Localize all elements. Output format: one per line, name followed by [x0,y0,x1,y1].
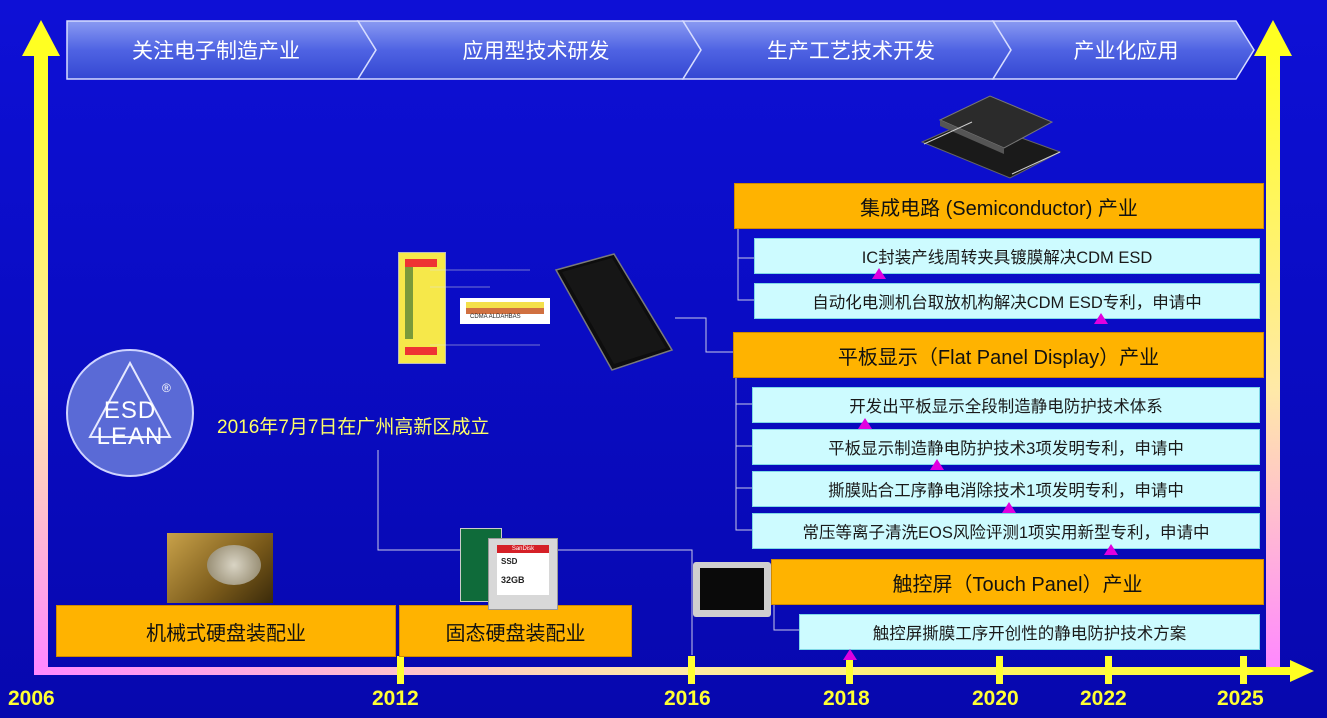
ic-chip-image [920,95,1062,179]
year-2012: 2012 [372,687,419,710]
registered-mark: ® [162,381,171,395]
semiconductor-title: 集成电路 (Semiconductor) 产业 [734,183,1264,229]
right-axis [1266,52,1280,668]
milestone-marker-icon [930,459,944,470]
logo-text-lean: LEAN [96,423,164,450]
panel-cross-section-image [398,252,446,364]
tick-2025 [1240,656,1247,684]
flow-step-4: 产业化应用 [1073,40,1179,63]
hdd-platter [207,545,261,585]
milestone-marker-icon [858,418,872,429]
tick-2020 [996,656,1003,684]
year-2018: 2018 [823,687,870,710]
left-axis-arrow-icon [22,20,60,56]
milestone-marker-icon [1094,313,1108,324]
flow-step-2: 应用型技术研发 [462,40,610,63]
flow-chevron-4 [991,20,1255,80]
flow-step-1: 关注电子制造产业 [132,40,300,63]
diagram-leader-lines [430,269,540,346]
founding-note: 2016年7月7日在广州高新区成立 [217,417,490,438]
year-2020: 2020 [972,687,1019,710]
year-2006: 2006 [8,687,55,710]
cs-bottom-strip [405,347,437,355]
year-2016: 2016 [664,687,711,710]
ssd-label: SanDisk SSD 32GB [497,545,549,595]
flow-step-3: 生产工艺技术开发 [767,40,935,63]
tick-2012 [397,656,404,684]
tick-2016 [688,656,695,684]
fpd-item-3: 撕膜贴合工序静电消除技术1项发明专利，申请中 [752,471,1260,507]
connector-fpd-image [675,317,733,353]
logo-triangle-icon [88,360,172,438]
layer-caption: CDMA ALDAHBAS [470,314,521,320]
touch-title: 触控屏（Touch Panel）产业 [771,559,1264,605]
flat-panel-image [554,253,674,371]
connector-fpd-items [735,376,752,531]
semi-item-2: 自动化电测机台取放机构解决CDM ESD专利，申请中 [754,283,1260,319]
right-axis-arrow-icon [1254,20,1292,56]
chip-upper-edge [940,120,1004,154]
ssd-industry-bar: 固态硬盘装配业 [399,605,632,657]
tick-2018 [846,656,853,684]
process-flow: 关注电子制造产业 应用型技术研发 生产工艺技术开发 产业化应用 [66,20,1256,80]
left-axis [34,52,48,668]
flat-panel-screen [562,258,666,364]
layer-mid [466,308,544,314]
fpd-title: 平板显示（Flat Panel Display）产业 [733,332,1264,378]
milestone-marker-icon [1002,502,1016,513]
cs-top-strip [405,259,437,267]
cs-side-strip [405,267,413,339]
semi-item-1: IC封装产线周转夹具镀膜解决CDM ESD [754,238,1260,274]
chip-upper [938,95,1054,149]
ssd-type: SSD [501,557,518,566]
touch-item-1: 触控屏撕膜工序开创性的静电防护技术方案 [799,614,1260,650]
milestone-marker-icon [872,268,886,279]
milestone-marker-icon [1104,544,1118,555]
fpd-item-2: 平板显示制造静电防护技术3项发明专利，申请中 [752,429,1260,465]
logo-text-esd: ESD [103,397,157,424]
time-axis [34,667,1294,675]
layer-top [466,302,544,308]
connector-semi-items [737,228,754,301]
year-2022: 2022 [1080,687,1127,710]
ssd-brand: SanDisk [497,545,549,553]
ssd-image: SanDisk SSD 32GB [488,538,558,610]
year-2025: 2025 [1217,687,1264,710]
fpd-item-1: 开发出平板显示全段制造静电防护技术体系 [752,387,1260,423]
fpd-item-4: 常压等离子清洗EOS风险评测1项实用新型专利，申请中 [752,513,1260,549]
touch-panel-image [693,562,771,617]
milestone-marker-icon [843,649,857,660]
tick-2022 [1105,656,1112,684]
esd-lean-logo: ESD LEAN ® [66,349,194,477]
connector-touch-items [773,603,800,631]
flow-chevrons [66,20,1255,80]
layer-diagram-image: CDMA ALDAHBAS [460,298,550,324]
touch-panel-screen [700,568,764,610]
ssd-size: 32GB [501,575,525,585]
time-axis-arrow-icon [1290,660,1314,682]
hdd-image [167,533,273,603]
hdd-industry-bar: 机械式硬盘装配业 [56,605,396,657]
